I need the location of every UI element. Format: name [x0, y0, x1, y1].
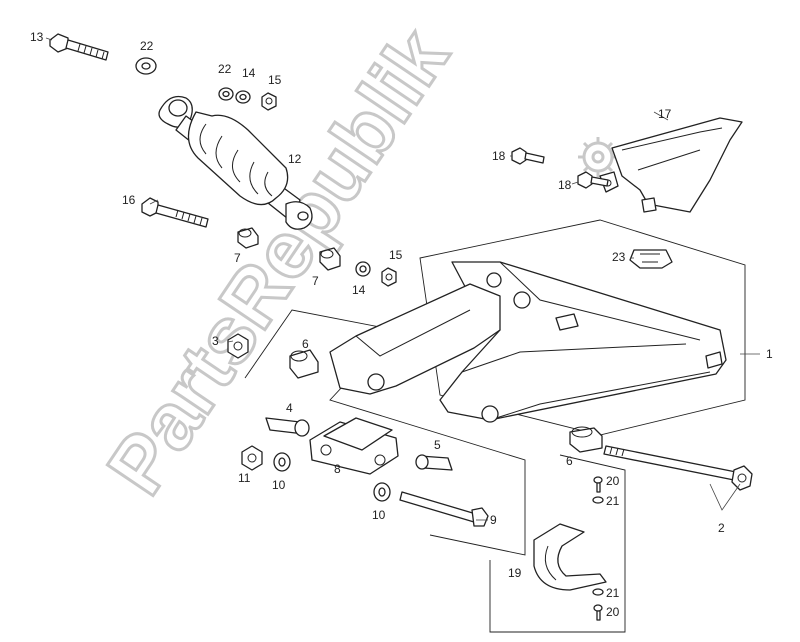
bushing-6-right [569, 426, 603, 453]
link-plate-8 [309, 417, 399, 475]
washer-21-upper [592, 496, 604, 504]
callout-10-a: 10 [272, 478, 286, 492]
chain-guide-19 [533, 523, 607, 591]
spacer-14-mid [355, 261, 371, 277]
callout-7-a: 7 [234, 251, 241, 265]
bolt-9 [399, 491, 489, 527]
callout-15-b: 15 [389, 248, 403, 262]
washer-10-left [273, 452, 291, 472]
callout-7-b: 7 [312, 274, 319, 288]
nut-11 [241, 445, 263, 471]
callout-12: 12 [288, 152, 302, 166]
callout-1: 1 [766, 347, 773, 361]
bushing-7-right [319, 247, 341, 271]
callout-22-b: 22 [218, 62, 232, 76]
callout-9: 9 [490, 513, 497, 527]
screw-18-lower [577, 171, 609, 189]
shock-absorber-12 [158, 95, 313, 230]
washer-21-lower [592, 588, 604, 596]
washer-10-right [373, 482, 391, 502]
bolt-13 [49, 33, 109, 61]
bolt-16 [141, 197, 209, 228]
callout-3: 3 [212, 334, 219, 348]
pin-4 [265, 417, 310, 437]
callout-14-b: 14 [352, 283, 366, 297]
chain-guard-17 [599, 117, 743, 213]
gear-watermark-icon [578, 137, 618, 177]
callout-21-b: 21 [606, 586, 620, 600]
callout-6-a: 6 [302, 337, 309, 351]
nut-15-top [261, 92, 277, 111]
leader-lines [45, 37, 760, 521]
callout-21-a: 21 [606, 494, 620, 508]
nut-3 [227, 333, 249, 359]
callout-5: 5 [434, 438, 441, 452]
callout-labels: 13 22 22 14 15 12 16 7 7 14 15 17 18 18 … [30, 30, 773, 619]
callout-14-a: 14 [242, 66, 256, 80]
swingarm-1 [439, 261, 727, 423]
callout-4: 4 [286, 401, 293, 415]
screw-20-lower [593, 604, 603, 621]
callout-2: 2 [718, 521, 725, 535]
callout-18-b: 18 [558, 178, 572, 192]
linkage-group-frame [244, 309, 526, 556]
bushing-7-left [237, 227, 259, 249]
callout-11: 11 [238, 471, 251, 485]
callout-16: 16 [122, 193, 136, 207]
callout-23: 23 [612, 250, 626, 264]
bushing-6-left [289, 349, 319, 379]
spacer-14-top [235, 90, 251, 104]
axle-2 [603, 445, 753, 491]
rocker-lever [329, 283, 501, 395]
watermark-text: PartsRepublik [90, 13, 465, 509]
swingarm-group-frame [419, 219, 746, 436]
callout-15-a: 15 [268, 73, 282, 87]
callout-18-a: 18 [492, 149, 506, 163]
callout-13: 13 [30, 30, 44, 44]
chain-guard-group-frame [489, 454, 626, 633]
washer-22 [135, 57, 157, 75]
washer-22-small [218, 87, 234, 101]
callout-20-a: 20 [606, 474, 620, 488]
screw-20-upper [593, 476, 603, 493]
callout-19: 19 [508, 566, 522, 580]
nut-15-mid [381, 267, 397, 287]
callout-20-b: 20 [606, 605, 620, 619]
watermark: PartsRepublik [89, 12, 467, 511]
callout-10-b: 10 [372, 508, 386, 522]
callout-22-a: 22 [140, 39, 154, 53]
clip-23 [629, 249, 673, 269]
callout-17: 17 [658, 107, 672, 121]
screw-18-upper [511, 147, 545, 165]
pin-5 [415, 454, 453, 471]
callout-8: 8 [334, 462, 341, 476]
callout-6-b: 6 [566, 454, 573, 468]
